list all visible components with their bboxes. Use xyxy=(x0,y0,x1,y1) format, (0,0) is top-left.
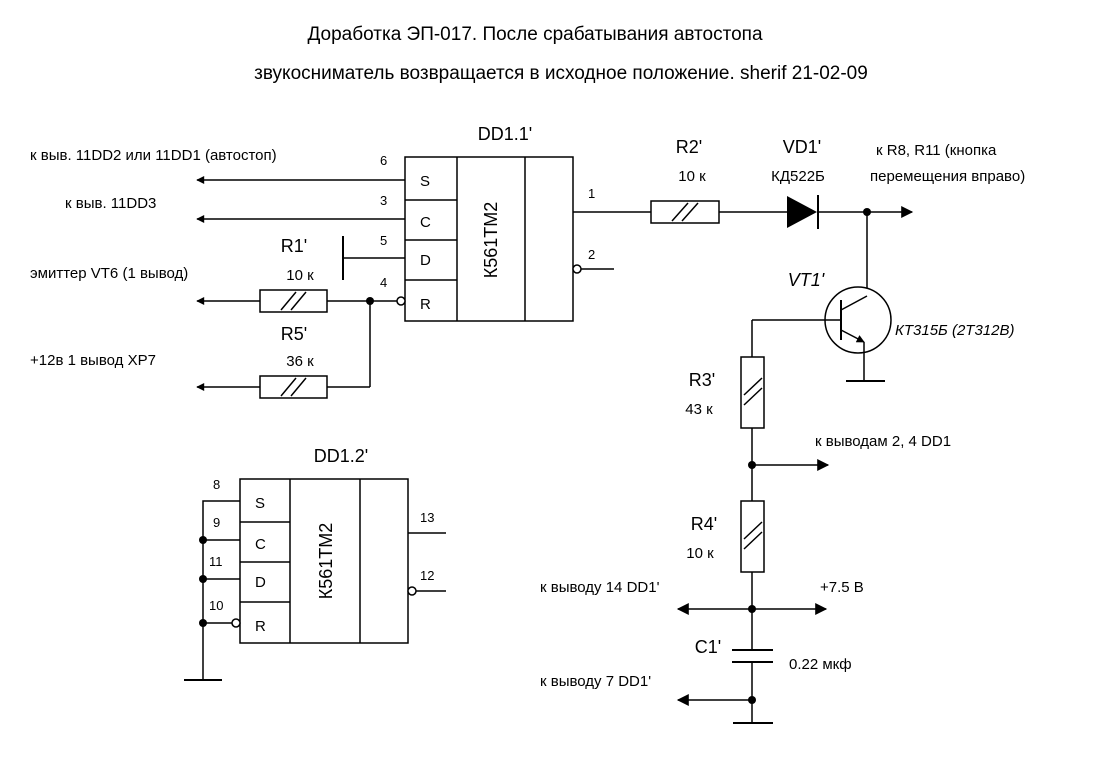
junction-pin10 xyxy=(199,619,207,627)
resistor-r5 xyxy=(259,375,328,399)
capacitor-c1 xyxy=(732,649,773,663)
dd1-1-pin-number-3: 3 xyxy=(380,193,387,208)
dd1-2-pin-number-10: 10 xyxy=(209,598,223,613)
vt1-value: КТ315Б (2Т312В) xyxy=(895,322,1015,339)
dd1-2-pin-c: C xyxy=(255,536,266,553)
label-autostop: к выв. 11DD2 или 11DD1 (автостоп) xyxy=(30,147,277,164)
resistor-r4 xyxy=(740,500,765,573)
r2-value: 10 к xyxy=(678,168,706,185)
label-pins24: к выводам 2, 4 DD1 xyxy=(815,433,951,450)
dd1-1-q-inversion xyxy=(572,264,582,274)
c1-value-text: 0.22 мкф xyxy=(789,656,852,673)
r5-value: 36 к xyxy=(286,353,314,370)
dd1-1-chip: S C D R К561ТМ2 xyxy=(404,156,574,322)
dd1-2-pin-r: R xyxy=(255,618,266,635)
dd1-2-q-inversion xyxy=(407,586,417,596)
dd1-2-ref: DD1.2' xyxy=(314,446,368,466)
label-emitter: эмиттер VT6 (1 вывод) xyxy=(30,265,188,282)
label-supply: +7.5 В xyxy=(820,579,864,596)
r3-value: 43 к xyxy=(685,401,713,418)
dd1-1-pin-number-6: 6 xyxy=(380,153,387,168)
wire-dd1-2-inputs xyxy=(202,500,240,680)
dd1-2-chip-type: К561ТМ2 xyxy=(316,523,336,600)
dd1-2-pin-number-13: 13 xyxy=(420,510,434,525)
dd1-1-pin-d: D xyxy=(420,252,431,269)
dd1-1-chip-type: К561ТМ2 xyxy=(481,202,501,279)
resistor-r3 xyxy=(740,356,765,429)
dd1-1-pin-number-5: 5 xyxy=(380,233,387,248)
label-dd3: к выв. 11DD3 xyxy=(65,195,156,212)
dd1-2-pin-number-12: 12 xyxy=(420,568,434,583)
dd1-2-chip: S C D R К561ТМ2 xyxy=(239,478,409,644)
label-r8-line1: к R8, R11 (кнопка xyxy=(876,142,997,159)
resistor-r1 xyxy=(259,289,328,313)
dd1-2-pin-number-9: 9 xyxy=(213,515,220,530)
junction-pin11 xyxy=(199,575,207,583)
dd1-1-ref: DD1.1' xyxy=(478,124,532,144)
label-pin14: к выводу 14 DD1' xyxy=(540,579,660,596)
dd1-2-pin-number-8: 8 xyxy=(213,477,220,492)
vt1-ref: VT1' xyxy=(788,270,825,290)
dd1-1-r-inversion xyxy=(396,296,406,306)
dd1-2-pin-d: D xyxy=(255,574,266,591)
dd1-1-pin-r: R xyxy=(420,296,431,313)
label-xp7: +12в 1 вывод XP7 xyxy=(30,352,156,369)
dd1-1-pin-number-1: 1 xyxy=(588,186,595,201)
r4-ref: R4' xyxy=(691,514,717,534)
dd1-2-r-inversion xyxy=(231,618,241,628)
vd1-value: КД522Б xyxy=(771,168,825,185)
dd1-1-pin-s: S xyxy=(420,173,430,190)
c1-ref: C1' xyxy=(695,637,721,657)
title-line-1: Доработка ЭП-017. После срабатывания авт… xyxy=(307,24,762,45)
dd1-1-pin-c: C xyxy=(420,214,431,231)
junction-pin9 xyxy=(199,536,207,544)
r3-ref: R3' xyxy=(689,370,715,390)
dd1-1-pin-number-4: 4 xyxy=(380,275,387,290)
dd1-2-pin-number-11: 11 xyxy=(209,554,223,569)
r5-ref: R5' xyxy=(281,324,307,344)
vd1-ref: VD1' xyxy=(783,137,821,157)
dd1-2-pin-s: S xyxy=(255,495,265,512)
title-line-2: звукосниматель возвращается в исходное п… xyxy=(254,63,868,84)
diode-vd1 xyxy=(787,195,819,229)
r2-ref: R2' xyxy=(676,137,702,157)
label-r8-line2: перемещения вправо) xyxy=(870,168,1025,185)
r4-value: 10 к xyxy=(686,545,714,562)
resistor-r2 xyxy=(650,200,720,224)
r1-ref: R1' xyxy=(281,236,307,256)
r1-value: 10 к xyxy=(286,267,314,284)
dd1-1-pin-number-2: 2 xyxy=(588,247,595,262)
label-pin7: к выводу 7 DD1' xyxy=(540,673,651,690)
